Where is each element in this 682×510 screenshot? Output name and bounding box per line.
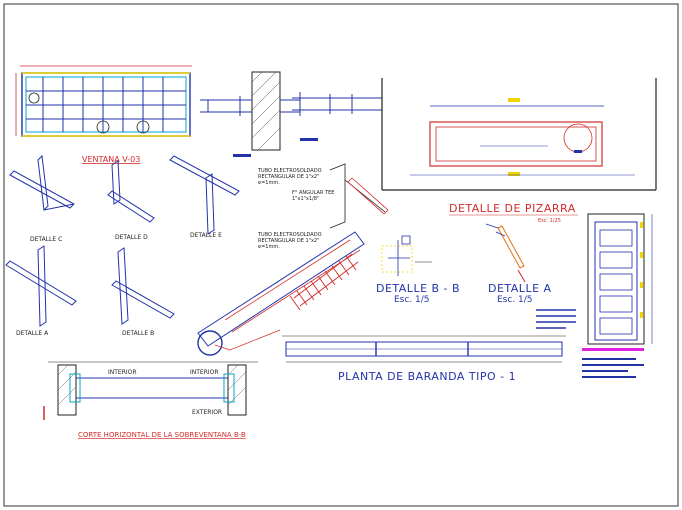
diagonal-tail <box>214 329 281 351</box>
ventana-detail-callout-3 <box>28 92 40 104</box>
corte-horizontal-section: INTERIOR INTERIOR EXTERIOR CORTE HORIZON… <box>43 361 258 439</box>
detalle-bb-sketch <box>381 235 432 276</box>
angular-line2: 1"x1"x1/8" <box>292 196 319 202</box>
pizarra-dim-block-bottom <box>508 172 520 176</box>
tubo-1-line3: e=1mm. <box>258 180 280 186</box>
door-panel-1 <box>599 229 633 247</box>
sheet-border <box>3 3 679 507</box>
door-notes <box>536 309 576 329</box>
tube-annotations: TUBO ELECTROSOLDADO RECTANGULAR DE 1"x2"… <box>257 168 334 250</box>
wall-frame-profile <box>200 96 252 116</box>
door-outer-frame <box>587 213 645 345</box>
detalle-c-label: DETALLE C <box>30 236 62 243</box>
detalle-bb-scale: Esc. 1/5 <box>394 295 430 305</box>
detail-b-sketch <box>111 247 175 325</box>
angular-line1: F° ANGULAR TEE <box>292 190 334 196</box>
detail-d-sketch <box>107 160 155 223</box>
wall-hatch-block <box>251 71 281 151</box>
wall-section-detail <box>200 71 300 157</box>
detail-e-sketch <box>169 155 240 235</box>
door-panel-3 <box>599 273 633 291</box>
ventana-detail-callout-2 <box>136 120 150 134</box>
pizarra-board-inner <box>435 126 597 162</box>
ventana-title: VENTANA V-03 <box>82 155 140 164</box>
door-panel-2 <box>599 251 633 269</box>
tubo-2-line1: TUBO ELECTROSOLDADO <box>257 232 322 238</box>
door-elevation <box>582 213 653 378</box>
ventana-detail-callout-1 <box>96 120 110 134</box>
diagonal-outer-rail <box>197 231 365 347</box>
door-panel-4 <box>599 295 633 313</box>
ventana-yellow-accents <box>22 72 190 137</box>
mullion-profile <box>292 92 382 116</box>
tubo-1-line1: TUBO ELECTROSOLDADO <box>257 168 322 174</box>
tubo-1-line2: RECTANGULAR DE 1"x2" <box>258 174 319 180</box>
tubo-2-line2: RECTANGULAR DE 1"x2" <box>258 238 319 244</box>
pizarra-blue-tag <box>574 150 582 153</box>
pizarra-dim-block-top <box>508 98 520 102</box>
detalle-a-right-title: DETALLE A <box>488 282 552 295</box>
planta-baranda-title: PLANTA DE BARANDA TIPO - 1 <box>338 370 516 383</box>
pizarra-detail: DETALLE DE PIZARRA Esc. 1/25 <box>381 78 657 224</box>
detalle-a-left-label: DETALLE A <box>16 330 49 337</box>
planta-baranda: PLANTA DE BARANDA TIPO - 1 <box>282 335 566 383</box>
exterior-label: EXTERIOR <box>192 409 222 416</box>
tubo-2-line3: e=1mm. <box>258 244 280 250</box>
wall-scale-bar <box>233 154 251 157</box>
detalle-a-right-sketch <box>485 223 526 283</box>
mullion-scale-bar <box>300 138 318 141</box>
corte-horizontal-title: CORTE HORIZONTAL DE LA SOBREVENTANA B-B <box>78 431 246 439</box>
detail-a-sketch <box>5 245 77 327</box>
interior-label-2: INTERIOR <box>190 369 219 376</box>
detalle-e-label: DETALLE E <box>190 232 222 239</box>
diagonal-callout-circle <box>197 330 223 356</box>
wall-frame-profile-right <box>280 99 300 113</box>
detalle-b-left-label: DETALLE B <box>122 330 154 337</box>
pizarra-scale: Esc. 1/25 <box>538 218 561 224</box>
interior-label-1: INTERIOR <box>108 369 137 376</box>
detalle-d-label: DETALLE D <box>115 234 148 241</box>
detalle-a-right-scale: Esc. 1/5 <box>497 295 533 305</box>
door-leaf <box>594 221 638 341</box>
pizarra-board-outer <box>429 121 603 167</box>
baranda-diagonal-section <box>197 231 365 356</box>
detalle-bb-title: DETALLE B - B <box>376 282 460 295</box>
diagonal-hatch <box>289 253 359 311</box>
detail-c-sketch <box>9 154 75 212</box>
tube-sloped-member <box>347 177 389 215</box>
ventana-v03-elevation: VENTANA V-03 <box>15 65 192 164</box>
pizarra-title: DETALLE DE PIZARRA <box>449 202 576 215</box>
ventana-grid-horizontals <box>26 90 186 120</box>
door-panel-5 <box>599 317 633 335</box>
